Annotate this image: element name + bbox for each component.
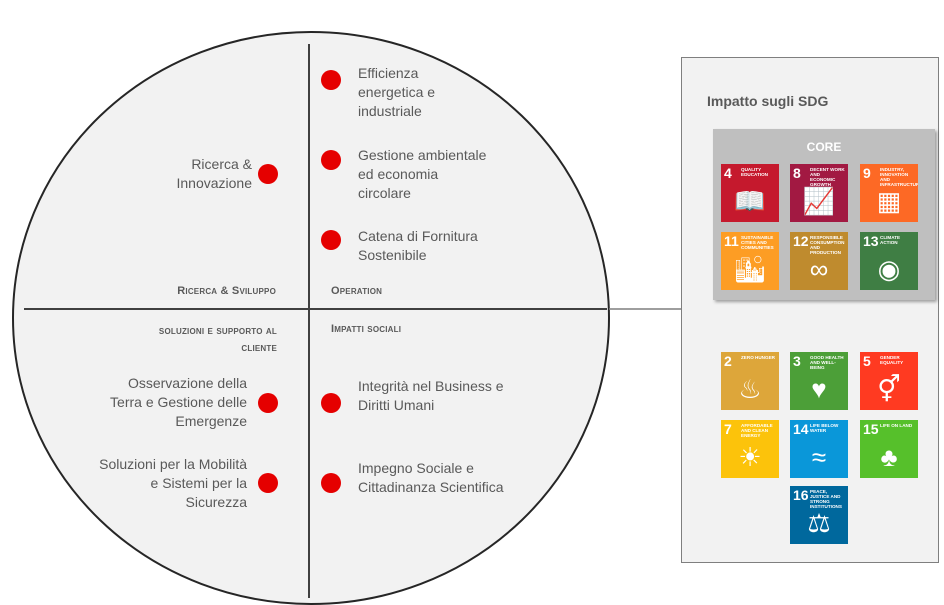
sdg-number: 13 (863, 233, 879, 249)
sdg-tile-13: 13Climate Action ◉ (860, 232, 918, 290)
fish-icon: ≈ (811, 442, 827, 472)
item-osservazione-terra: Osservazione della Terra e Gestione dell… (110, 375, 247, 429)
dot-efficienza-energetica (321, 70, 341, 90)
item-integrita-business: Integrità nel Business e Diritti Umani (358, 378, 504, 413)
tree-icon: ♣ (880, 442, 898, 472)
dot-catena-fornitura (321, 230, 341, 250)
header-impatti-sociali: Impatti sociali (331, 323, 402, 335)
eye-globe-icon: ◉ (877, 254, 901, 284)
dot-integrita-business (321, 393, 341, 413)
sdg-number: 4 (724, 165, 732, 181)
sdg-name: Good Health and Well-Being (810, 355, 844, 370)
dot-soluzioni-mobilita (258, 473, 278, 493)
sdg-name: Quality Education (741, 167, 768, 177)
core-label: CORE (806, 140, 842, 154)
dot-ricerca-innovazione (258, 164, 278, 184)
item-efficienza-energetica: Efficienza energetica e industriale (358, 65, 436, 119)
sdg-number: 9 (863, 165, 871, 181)
sdg-number: 15 (863, 421, 879, 437)
sdg-name: Industry, Innovation and Infrastructure (880, 167, 918, 187)
book-icon: 📖 (733, 186, 767, 216)
sdg-tile-15: 15Life on Land ♣ (860, 420, 918, 478)
sdg-name: Climate Action (880, 235, 901, 245)
sun-icon: ☀ (738, 442, 762, 472)
sdg-number: 14 (793, 421, 809, 437)
header-operation: Operation (331, 285, 383, 297)
item-catena-fornitura: Catena di Fornitura Sostenibile (358, 228, 478, 263)
city-icon: 🏙 (733, 254, 767, 284)
dove-icon: ⚖ (807, 508, 831, 538)
item-soluzioni-mobilita: Soluzioni per la Mobilità e Sistemi per … (99, 456, 247, 510)
dot-gestione-ambientale (321, 150, 341, 170)
sdg-number: 2 (724, 353, 732, 369)
sdg-number: 12 (793, 233, 809, 249)
sdg-name: Life Below Water (810, 423, 839, 433)
sdg-name: Life on Land (880, 423, 913, 428)
growth-chart-icon: 📈 (802, 186, 836, 216)
sdg-tile-14: 14Life Below Water ≈ (790, 420, 848, 478)
sdg-tile-16: 16Peace, Justice and Strong Institutions… (790, 486, 848, 544)
circle-background (12, 31, 610, 605)
sdg-tile-3: 3 Good Health and Well-Being ♥ (790, 352, 848, 410)
sdg-name: Affordable and Clean Energy (741, 423, 773, 438)
sdg-tile-7: 7 Affordable and Clean Energy ☀ (721, 420, 779, 478)
item-ricerca-innovazione: Ricerca & Innovazione (176, 156, 252, 191)
sdg-name: Peace, Justice and Strong Institutions (810, 489, 842, 509)
sdg-tile-9: 9 Industry, Innovation and Infrastructure… (860, 164, 918, 222)
panel-title: Impatto sugli SDG (707, 93, 829, 109)
sdg-number: 11 (724, 233, 739, 249)
sdg-tile-12: 12Responsible Consumption and Production… (790, 232, 848, 290)
heartbeat-icon: ♥ (811, 374, 827, 404)
dot-impegno-sociale (321, 473, 341, 493)
gender-icon: ⚥ (877, 374, 901, 404)
sdg-name: Decent Work and Economic Growth (810, 167, 845, 187)
sdg-tile-2: 2 Zero Hunger ♨ (721, 352, 779, 410)
bowl-icon: ♨ (738, 374, 762, 404)
sdg-number: 5 (863, 353, 871, 369)
sdg-tile-4: 4 Quality Education 📖 (721, 164, 779, 222)
sdg-tile-5: 5 Gender Equality ⚥ (860, 352, 918, 410)
sdg-name: Sustainable Cities and Communities (741, 235, 774, 250)
sdg-tile-11: 11Sustainable Cities and Communities 🏙 (721, 232, 779, 290)
dot-osservazione-terra (258, 393, 278, 413)
header-soluzioni-cliente: soluzioni e supporto al cliente (158, 325, 277, 354)
cubes-icon: ▦ (876, 186, 902, 216)
header-ricerca-sviluppo: Ricerca & Sviluppo (177, 285, 276, 297)
sdg-number: 3 (793, 353, 801, 369)
item-gestione-ambientale: Gestione ambientale ed economia circolar… (358, 147, 487, 201)
sdg-number: 16 (793, 487, 809, 503)
sdg-number: 7 (724, 421, 732, 437)
sdg-name: Responsible Consumption and Production (810, 235, 845, 255)
item-impegno-sociale: Impegno Sociale e Cittadinanza Scientifi… (358, 460, 504, 495)
infinity-icon: ∞ (809, 254, 829, 284)
sdg-tile-8: 8 Decent Work and Economic Growth📈 (790, 164, 848, 222)
sdg-name: Gender Equality (880, 355, 904, 365)
sdg-number: 8 (793, 165, 801, 181)
sdg-name: Zero Hunger (741, 355, 775, 360)
